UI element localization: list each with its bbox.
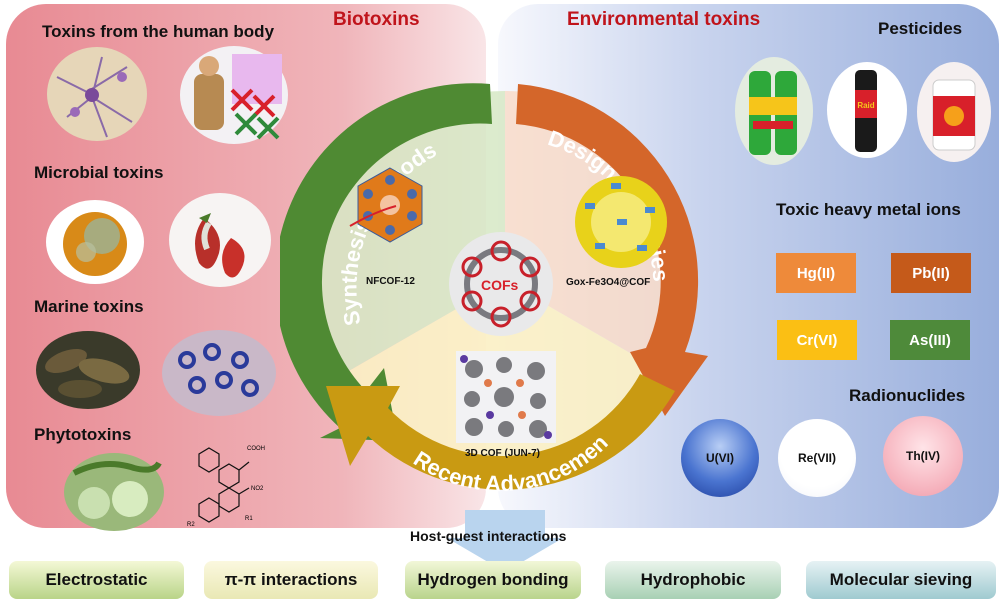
microbial-toxins-label: Microbial toxins <box>34 163 164 182</box>
neuron-cells-image <box>47 47 147 141</box>
mussels-image <box>36 331 140 409</box>
nfcof-12-label: NFCOF-12 <box>366 276 415 287</box>
pesticide-bottle-image <box>917 62 991 162</box>
3d-cof-jun-7-structure-image <box>456 351 556 443</box>
gox-fe3o4-cof-label: Gox-Fe3O4@COF <box>566 277 651 288</box>
radionuclides-label: Radionuclides <box>849 386 966 405</box>
biotoxins-title: Biotoxins <box>333 9 420 30</box>
3d-cof-jun-7-label: 3D COF (JUN-7) <box>465 448 541 459</box>
host-guest-interactions-title: Host-guest interactions <box>410 528 567 544</box>
interaction-electrostatic: Electrostatic <box>9 561 184 599</box>
synthesis-methods-arrow <box>280 83 492 441</box>
phytotoxin-molecule-diagram: COOH NO2 R1 R2 <box>187 446 265 528</box>
gox-fe3o4-cof-structure-image <box>575 176 667 268</box>
blue-ringed-octopus-image <box>162 330 276 416</box>
interaction-pi-pi: π-π interactions <box>204 561 378 599</box>
host-guest-down-arrow <box>447 510 563 572</box>
cooh-label: COOH <box>247 446 265 452</box>
pesticides-label: Pesticides <box>878 19 963 38</box>
moldy-strawberries-image <box>169 193 271 287</box>
raid-can-label: Raid <box>857 101 874 110</box>
cofs-core-label: COFs <box>481 277 519 293</box>
design-strategies-arrow <box>516 84 708 416</box>
human-body-toxins-label: Toxins from the human body <box>42 22 275 41</box>
no2-label: NO2 <box>251 486 264 492</box>
cofs-core-structure-image <box>449 232 553 336</box>
recent-advancements-arrow <box>326 374 675 490</box>
radionuclide-th: Th(IV) <box>883 416 963 496</box>
interaction-molecular-sieving: Molecular sieving <box>806 561 996 599</box>
marine-toxins-label: Marine toxins <box>34 297 144 316</box>
green-insecticide-can-image <box>735 57 813 165</box>
r1-label: R1 <box>245 516 253 522</box>
human-toxin-illustration-image <box>180 46 288 144</box>
environmental-toxins-title: Environmental toxins <box>567 9 761 30</box>
moldy-orange-image <box>46 200 144 284</box>
interaction-hydrogen-bonding: Hydrogen bonding <box>405 561 581 599</box>
metal-ion-hg: Hg(II) <box>776 253 856 293</box>
nfcof-12-structure-image <box>349 167 423 243</box>
phytotoxins-label: Phytotoxins <box>34 425 132 444</box>
r2-label: R2 <box>187 522 195 528</box>
green-fruit-plant-image <box>64 453 164 531</box>
radionuclide-u: U(VI) <box>681 419 759 497</box>
metal-ion-as: As(III) <box>890 320 970 360</box>
toxic-heavy-metal-ions-label: Toxic heavy metal ions <box>776 200 961 219</box>
metal-ion-pb: Pb(II) <box>891 253 971 293</box>
metal-ion-cr: Cr(VI) <box>777 320 857 360</box>
raid-insecticide-can-image: Raid <box>827 62 907 158</box>
interaction-hydrophobic: Hydrophobic <box>605 561 781 599</box>
radionuclide-re: Re(VII) <box>778 419 856 497</box>
